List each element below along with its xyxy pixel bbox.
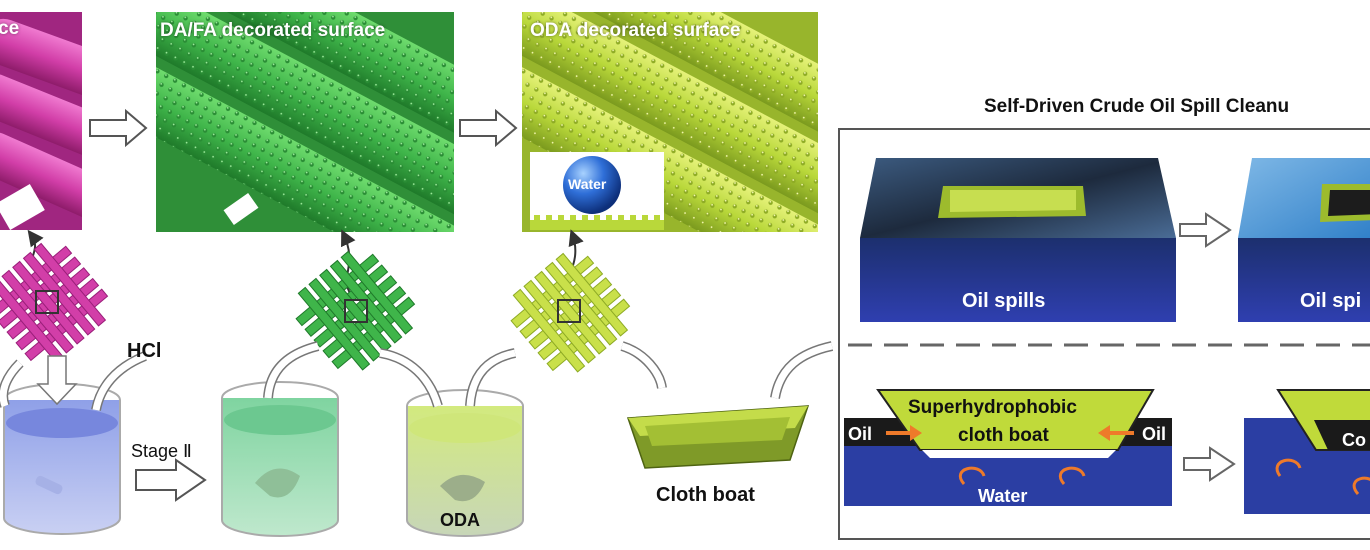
oil-spills-label-1: Oil spills	[962, 290, 1046, 312]
beaker-stage2	[221, 381, 339, 537]
boat-cross-section-2	[1244, 389, 1370, 514]
oil-spill-block-2	[1238, 158, 1370, 322]
oil-right-label: Oil	[1142, 424, 1167, 444]
boat-cross-section	[844, 389, 1172, 506]
arrow-right-icon	[459, 108, 518, 148]
oda-fibers-image	[522, 12, 818, 232]
cleanup-diagram	[844, 158, 1370, 514]
oil-spill-block-1	[860, 158, 1176, 322]
pink-surface-panel: ce	[0, 12, 82, 230]
cloth-boat-label: Cloth boat	[656, 484, 755, 506]
oda-panel-title: ODA decorated surface	[530, 20, 741, 41]
beaker-hcl	[3, 383, 121, 535]
process-diagram	[0, 229, 834, 537]
stage-label: Stage Ⅱ	[131, 441, 192, 461]
cleanup-box	[838, 128, 1370, 540]
cut-label: Co	[1342, 430, 1366, 450]
dafa-panel-title: DA/FA decorated surface	[160, 20, 386, 41]
water-droplet	[563, 156, 621, 214]
green-fabric	[295, 250, 416, 371]
boat-label-line1: Superhydrophobic	[908, 397, 1077, 418]
beaker-oda	[406, 389, 524, 537]
pink-fibers-image	[0, 12, 82, 230]
oil-left-label: Oil	[848, 424, 873, 444]
oda-surface-panel: ODA decorated surface Water	[522, 12, 818, 232]
oil-spills-label-2: Oil spi	[1300, 290, 1362, 312]
dafa-surface-panel: DA/FA decorated surface	[156, 12, 454, 232]
oda-label: ODA	[440, 510, 480, 530]
cleanup-title: Self-Driven Crude Oil Spill Cleanu	[984, 96, 1290, 117]
cloth-boat	[626, 405, 810, 469]
hcl-label: HCl	[127, 340, 162, 362]
water-label: Water	[978, 486, 1028, 506]
pink-fabric	[0, 242, 109, 363]
water-contact-inset	[530, 152, 664, 230]
water-drop-label: Water	[568, 176, 607, 192]
dafa-fibers-image	[156, 12, 454, 232]
boat-label-line2: cloth boat	[958, 425, 1049, 446]
lime-fabric	[510, 252, 631, 373]
arrow-right-icon	[89, 108, 148, 148]
pink-panel-title: ce	[0, 18, 20, 39]
